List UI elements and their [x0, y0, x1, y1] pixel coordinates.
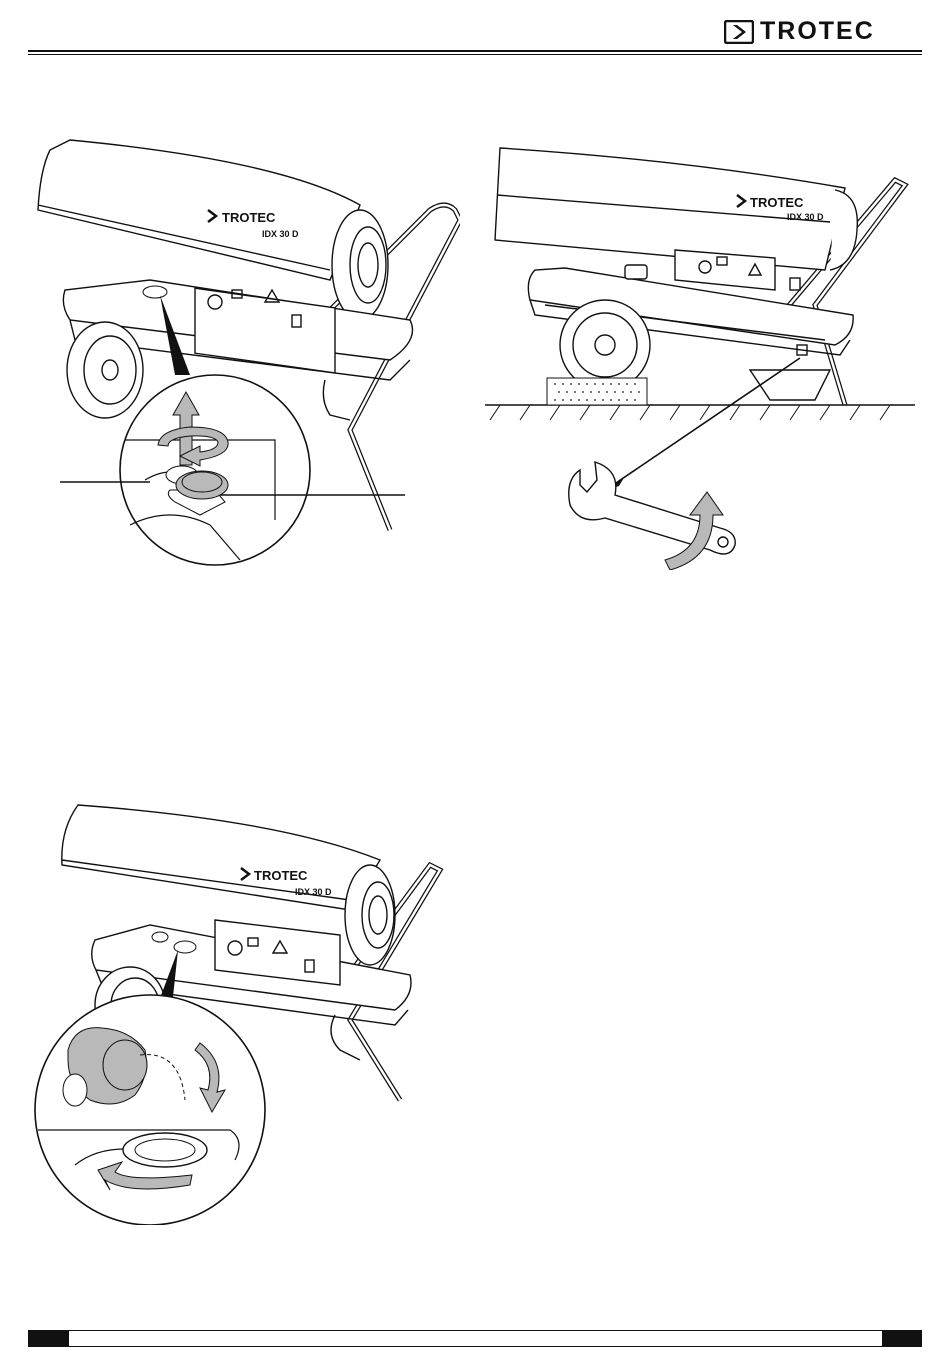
heater-model-label: IDX 30 D	[787, 212, 824, 222]
chevron-box-icon	[724, 20, 754, 44]
figure-leveling-foot-adjustment: TROTEC IDX 30 D	[485, 140, 915, 570]
heater-model-label: IDX 30 D	[295, 887, 332, 897]
trotec-logo: TROTEC	[724, 20, 924, 46]
footer-center-frame	[68, 1330, 884, 1347]
heater-brand-label: TROTEC	[222, 210, 276, 225]
footer-bar	[28, 1330, 922, 1347]
header-rule	[28, 50, 922, 52]
heater-model-label: IDX 30 D	[262, 229, 299, 239]
brand-name: TROTEC	[760, 17, 875, 46]
figure-tank-cap-refit: TROTEC IDX 30 D	[30, 800, 460, 1225]
figure-tank-cap-removal: TROTEC IDX 30 D	[30, 130, 460, 570]
heater-brand-label: TROTEC	[750, 195, 804, 210]
footer-left-block	[28, 1330, 68, 1347]
heater-brand-label: TROTEC	[254, 868, 308, 883]
footer-right-block	[882, 1330, 922, 1347]
header-rule-thin	[28, 54, 922, 55]
